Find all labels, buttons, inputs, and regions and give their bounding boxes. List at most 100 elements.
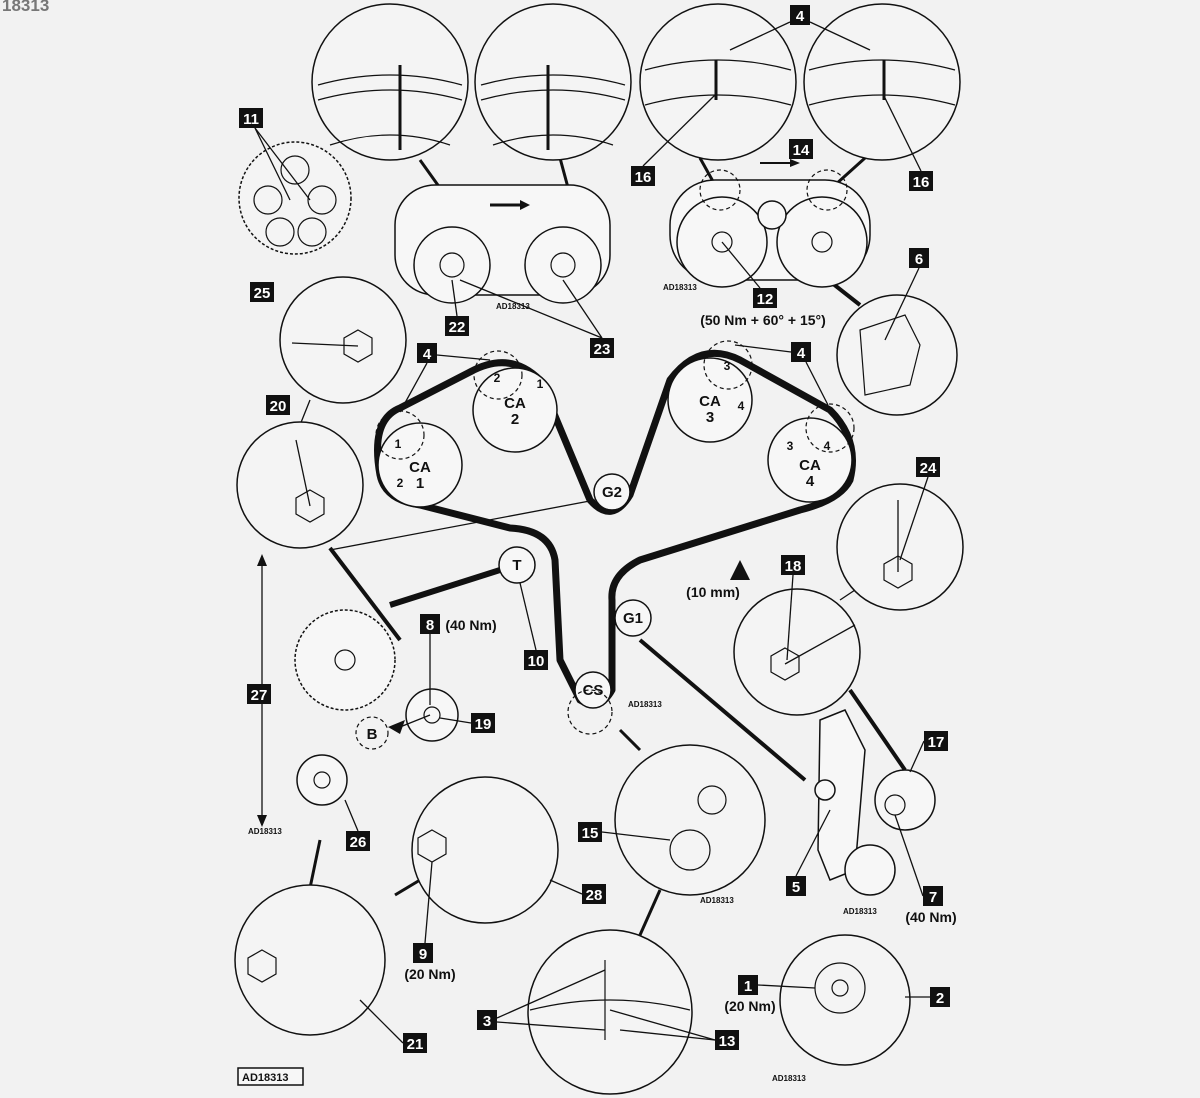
callout-12: 12	[753, 288, 777, 308]
diagram-shape	[254, 127, 291, 201]
inset-cam-mark-left	[639, 3, 797, 161]
diagram-shape	[549, 879, 583, 895]
callout-2: 2	[930, 987, 950, 1007]
diagram-label: 11	[243, 111, 259, 128]
diagram-label: 12	[757, 291, 774, 308]
diagram-label: (50 Nm + 60° + 15°)	[700, 312, 826, 328]
diagram-label: 2	[936, 990, 944, 1007]
diagram-shape	[329, 499, 596, 551]
tensioner-pulley-t	[498, 546, 536, 584]
callout-3: 3	[477, 1010, 497, 1030]
camshaft-pulley-ca3	[667, 357, 753, 443]
diagram-shape	[524, 226, 602, 304]
callout-1: 1	[738, 975, 758, 995]
callout-11: 11	[239, 108, 263, 128]
diagram-shape	[247, 684, 271, 704]
idler-pulley-g2	[593, 473, 631, 511]
diagram-shape	[295, 439, 311, 507]
diagram-shape	[790, 159, 800, 167]
diagram-shape	[291, 342, 359, 347]
diagram-label: 21	[407, 1036, 424, 1053]
inset-item-21	[234, 884, 386, 1036]
diagram-shape	[445, 316, 469, 336]
diagram-shape	[296, 754, 348, 806]
tension-gap-label: (10 mm)	[686, 584, 740, 600]
cam-pulley-gear	[238, 141, 352, 255]
diagram-label: AD18313	[772, 1074, 806, 1083]
callout-labels: 11 25 20 27 8 (40 Nm) 19 26 10 9 (20 Nm)…	[239, 5, 957, 1053]
diagram-shape	[883, 555, 913, 589]
diagram-shape	[413, 943, 433, 963]
callout-26: 26	[346, 831, 370, 851]
diagram-label: 8	[426, 617, 434, 634]
diagram-shape	[757, 200, 787, 230]
diagram-shape	[809, 21, 871, 51]
diagram-shape	[473, 350, 523, 400]
diagram-label: 4	[796, 8, 805, 25]
callout-15: 15	[578, 822, 602, 842]
diagram-label: 14	[793, 142, 810, 159]
diagram-label: 1	[744, 978, 752, 995]
diagram-shape	[638, 889, 662, 936]
diagram-shape	[328, 546, 402, 642]
diagram-label: 2	[397, 476, 404, 490]
diagram-shape	[619, 1029, 716, 1041]
diagram-shape	[909, 740, 925, 773]
diagram-shape	[789, 139, 813, 159]
diagram-label: AD18313	[700, 896, 734, 905]
diagram-label: 6	[915, 251, 923, 268]
diagram-shape	[734, 344, 792, 353]
diagram-shape	[343, 329, 373, 363]
diagram-label: 18	[785, 558, 802, 575]
diagram-label: AD18313	[242, 1072, 288, 1084]
diagram-shape	[844, 844, 896, 896]
diagram-shape	[721, 241, 761, 289]
diagram-shape	[848, 688, 907, 772]
diagram-shape	[790, 5, 810, 25]
diagram-label: AD18313	[496, 302, 530, 311]
diagram-shape	[359, 999, 404, 1044]
diagram-label: 17	[928, 734, 945, 751]
callout-17: 17	[924, 731, 948, 751]
diagram-shape	[874, 769, 936, 831]
diagram-shape	[436, 354, 491, 361]
diagram-shape	[405, 688, 459, 742]
diagram-label: 3	[724, 359, 731, 373]
diagram-label: T	[512, 557, 521, 574]
diagram-shape	[417, 343, 437, 363]
callout-10: 10	[524, 650, 548, 670]
diagram-shape	[496, 1021, 606, 1031]
diagram-shape	[884, 97, 922, 172]
figure-refs: AD18313 AD18313 AD18313 AD18313 AD18313 …	[237, 283, 877, 1086]
inset-items-3-13	[527, 929, 693, 1095]
camshaft-pulley-ca1	[377, 422, 463, 508]
diagram-shape	[313, 771, 331, 789]
diagram-label: 3	[483, 1013, 491, 1030]
diagram-shape	[930, 987, 950, 1007]
diagram-shape	[280, 155, 310, 185]
diagram-shape	[237, 1067, 304, 1086]
diagram-shape	[424, 861, 433, 944]
diagram-label: 4	[797, 345, 806, 362]
diagram-label: 7	[929, 889, 937, 906]
diagram-label: 27	[251, 687, 268, 704]
diagram-shape	[247, 949, 277, 983]
diagram-shape	[562, 279, 603, 339]
callout-13: 13	[715, 1030, 739, 1050]
diagram-label: 1	[416, 475, 424, 492]
callout-27: 27	[247, 684, 271, 704]
callout-23: 23	[590, 338, 614, 358]
diagram-shape	[250, 282, 274, 302]
diagram-label: AD18313	[843, 907, 877, 916]
callout-6: 6	[909, 248, 929, 268]
diagram-label: CA	[799, 457, 821, 474]
diagram-shape	[909, 171, 933, 191]
callout-20: 20	[266, 395, 290, 415]
diagram-shape	[601, 831, 671, 841]
diagram-shape	[791, 342, 811, 362]
diagram-shape	[307, 185, 337, 215]
diagram-shape	[294, 609, 396, 711]
diagram-shape	[257, 554, 267, 566]
diagram-label: 4	[806, 473, 815, 490]
diagram-label: 20	[270, 398, 287, 415]
